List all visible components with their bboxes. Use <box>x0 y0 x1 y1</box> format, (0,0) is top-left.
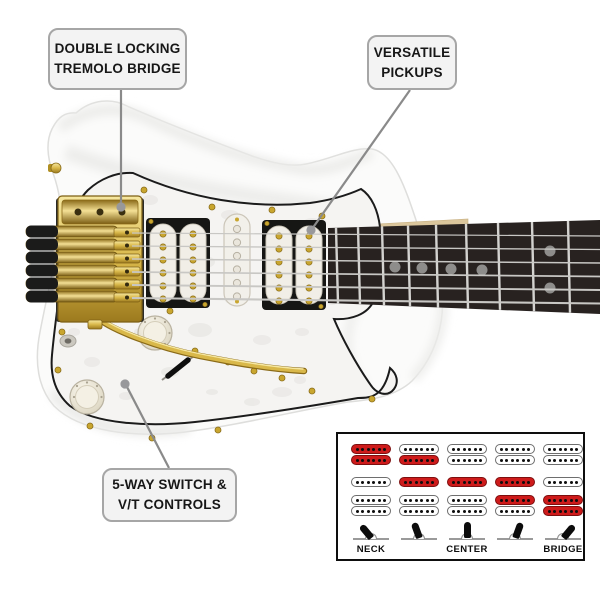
bridge-callout-dot <box>116 202 126 212</box>
selector-position-5 <box>541 434 585 558</box>
fretboard-inlay-dots <box>389 245 556 294</box>
callout-controls-line2: V/T CONTROLS <box>118 497 221 512</box>
selector-5-bridge-top-coil <box>543 495 583 505</box>
selector-3-middle-coil <box>447 477 487 487</box>
selector-5-middle-coil <box>543 477 583 487</box>
selector-label-neck: NECK <box>356 544 386 555</box>
selector-4-middle-coil <box>495 477 535 487</box>
selector-2-neck-bottom-coil <box>399 455 439 465</box>
selector-4-bridge-top-coil <box>495 495 535 505</box>
selector-3-lever <box>445 518 489 542</box>
selector-1-neck-bottom-coil <box>351 455 391 465</box>
selector-2-bridge-bottom-coil <box>399 506 439 516</box>
pickups-callout-dot <box>306 225 316 235</box>
selector-3-bridge-bottom-coil <box>447 506 487 516</box>
selector-position-1 <box>349 434 393 558</box>
selector-position-3 <box>445 434 489 558</box>
selector-1-middle-coil <box>351 477 391 487</box>
selector-5-bridge-bottom-coil <box>543 506 583 516</box>
strings <box>131 232 600 305</box>
callout-pickups-line2: PICKUPS <box>381 64 443 80</box>
frets <box>334 220 572 313</box>
selector-2-neck-top-coil <box>399 444 439 454</box>
selector-1-bridge-top-coil <box>351 495 391 505</box>
selector-position-2 <box>397 434 441 558</box>
selector-1-bridge-bottom-coil <box>351 506 391 516</box>
callout-bridge-line2: TREMOLO BRIDGE <box>54 61 181 76</box>
pickup-selector-diagram: NECK CENTER BRIDGE <box>336 432 585 561</box>
selector-columns <box>338 434 583 559</box>
callout-bridge-line1: DOUBLE LOCKING <box>54 41 181 56</box>
selector-3-neck-top-coil <box>447 444 487 454</box>
callout-controls-line1: 5-WAY SWITCH & <box>112 477 227 492</box>
selector-4-bridge-bottom-coil <box>495 506 535 516</box>
output-jack <box>59 334 77 348</box>
selector-4-neck-bottom-coil <box>495 455 535 465</box>
selector-4-lever <box>493 518 537 542</box>
selector-1-neck-top-coil <box>351 444 391 454</box>
selector-1-lever <box>349 518 393 542</box>
callout-pickups-line1: VERSATILE <box>373 44 451 60</box>
selector-5-lever <box>541 518 585 542</box>
callout-pickups: VERSATILE PICKUPS <box>367 35 457 90</box>
selector-2-middle-coil <box>399 477 439 487</box>
tone-knob <box>69 379 105 415</box>
selector-5-neck-bottom-coil <box>543 455 583 465</box>
selector-label-bridge: BRIDGE <box>543 544 583 555</box>
fretboard <box>328 220 600 314</box>
selector-2-bridge-top-coil <box>399 495 439 505</box>
callout-controls: 5-WAY SWITCH & V/T CONTROLS <box>102 468 237 522</box>
controls-callout-line <box>125 384 170 469</box>
selector-3-neck-bottom-coil <box>447 455 487 465</box>
selector-5-neck-top-coil <box>543 444 583 454</box>
selector-4-neck-top-coil <box>495 444 535 454</box>
selector-position-4 <box>493 434 537 558</box>
callout-bridge: DOUBLE LOCKING TREMOLO BRIDGE <box>48 28 187 90</box>
bridge-saddles <box>113 227 141 303</box>
selector-label-center: CENTER <box>446 544 488 555</box>
pickups-callout-line <box>311 89 411 230</box>
controls-callout-dot <box>120 379 130 389</box>
strap-button <box>48 162 62 174</box>
selector-2-lever <box>397 518 441 542</box>
tremolo-bridge <box>25 195 144 330</box>
selector-3-bridge-top-coil <box>447 495 487 505</box>
